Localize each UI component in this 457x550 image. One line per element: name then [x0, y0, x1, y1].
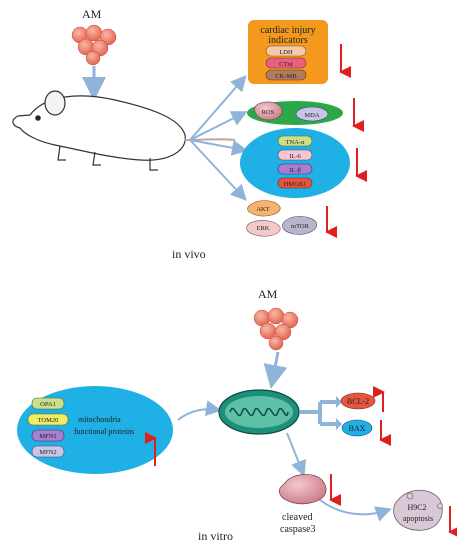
- mtor-blob: [282, 216, 317, 235]
- am-cell-cluster-top: [71, 24, 117, 66]
- mda-pill: [295, 106, 329, 122]
- inflammation-ellipse: [240, 128, 350, 198]
- bcl2-label: BCL-2: [347, 397, 369, 406]
- ros-label: ROS: [262, 109, 275, 116]
- ilb-pill: [277, 163, 313, 175]
- apoptotic-body-2: [437, 503, 443, 509]
- cardiac-title-2: indicators: [268, 35, 308, 46]
- am-cell-cluster-bottom: [253, 307, 299, 351]
- bcl2-pill: [340, 392, 376, 410]
- mfn1-pill: [31, 429, 65, 442]
- ros-blob: [254, 101, 283, 121]
- mito-proteins-label-2: functional proteins: [74, 427, 134, 436]
- hmgb1-label: HMGB1: [284, 181, 307, 188]
- opa1-label: OPA1: [40, 401, 56, 408]
- ckmb-pill: [265, 69, 307, 81]
- opa1-pill: [31, 397, 65, 410]
- caspase-to-apoptosis-arrow: [319, 499, 392, 522]
- mfn2-pill: [31, 445, 65, 458]
- mfn2-label: MFN2: [39, 449, 56, 456]
- invivo-section-label: in vivo: [172, 247, 206, 261]
- proteins-to-mito-arrow: [177, 400, 222, 421]
- mfn1-label: MFN1: [39, 433, 56, 440]
- invivo-am-label: AM: [82, 7, 102, 21]
- akt-blob: [247, 200, 281, 217]
- tom20-label: TOM20: [38, 417, 59, 424]
- apoptosis-label-1: H9C2: [407, 503, 426, 512]
- ilb-label: IL-β: [289, 167, 301, 174]
- ctni-pill: [265, 57, 307, 69]
- mito-proteins-label-1: mitochondria: [78, 415, 121, 424]
- caspase-label-2: caspase3: [280, 524, 316, 535]
- tna-pill: [277, 135, 313, 147]
- mitochondrion: [218, 389, 300, 435]
- erk-blob: [246, 220, 281, 237]
- invitro-am-label: AM: [258, 287, 278, 301]
- caspase-label-1: cleaved: [282, 512, 313, 523]
- bracket-arrowhead-bottom: [336, 418, 342, 430]
- mda-label: MDA: [304, 112, 319, 119]
- mtor-label: mTOR: [291, 223, 310, 230]
- am-to-mito-arrow: [263, 351, 288, 389]
- tna-label: TNA-α: [286, 139, 306, 146]
- bracket-arrowhead-top: [336, 396, 342, 408]
- ctni-label: CTnI: [279, 61, 293, 68]
- cardiac-title-1: cardiac injury: [260, 25, 315, 36]
- caspase3-blob: [278, 474, 327, 505]
- bax-pill: [341, 419, 373, 437]
- invitro-section-label: in vitro: [198, 529, 233, 543]
- tom20-pill: [27, 413, 69, 426]
- ldh-label: LDH: [279, 49, 293, 56]
- mito-to-caspase-arrow: [286, 432, 306, 477]
- h9c2-apoptosis-cell: [393, 489, 443, 531]
- apoptosis-label-2: apoptosis: [403, 514, 433, 523]
- mito-bracket: [300, 400, 336, 426]
- apoptotic-body-1: [406, 492, 414, 500]
- akt-label: AKT: [256, 206, 269, 213]
- ckmb-label: CK-MB: [275, 73, 297, 80]
- ldh-pill: [265, 45, 307, 57]
- il6-label: IL-6: [289, 153, 301, 160]
- hmgb1-pill: [277, 177, 313, 189]
- invivo-fan-arrows: [189, 74, 248, 201]
- il6-pill: [277, 149, 313, 161]
- bax-label: BAX: [349, 424, 366, 433]
- erk-label: ERK: [257, 225, 270, 232]
- mouse-illustration: [12, 90, 236, 171]
